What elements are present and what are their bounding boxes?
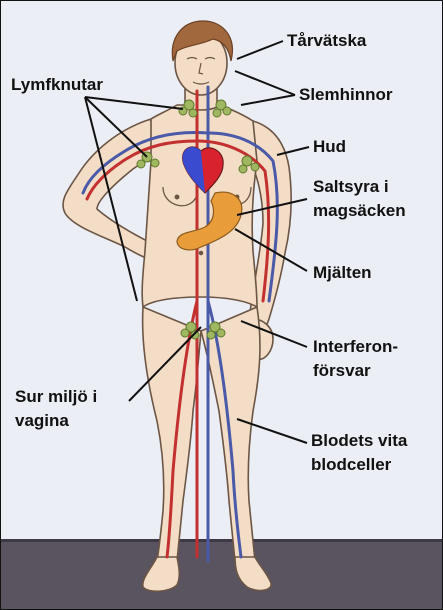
label-white-cells-line1: Blodets vita <box>311 431 407 451</box>
label-acidic-env-line1: Sur miljö i <box>15 387 97 407</box>
label-lymph-nodes: Lymfknutar <box>11 75 103 95</box>
label-acidic-env-line2: vagina <box>15 411 69 431</box>
floor <box>1 541 443 610</box>
label-skin: Hud <box>313 137 346 157</box>
label-mucous-membranes: Slemhinnor <box>299 85 393 105</box>
label-interferon-line1: Interferon- <box>313 337 398 357</box>
floor-edge <box>1 539 443 542</box>
label-interferon-line2: försvar <box>313 361 371 381</box>
label-stomach-acid-line1: Saltsyra i <box>313 177 389 197</box>
label-tear-fluid: Tårvätska <box>287 31 366 51</box>
label-stomach-acid-line2: magsäcken <box>313 201 406 221</box>
label-white-cells-line2: blodceller <box>311 455 391 475</box>
label-spleen: Mjälten <box>313 263 372 283</box>
